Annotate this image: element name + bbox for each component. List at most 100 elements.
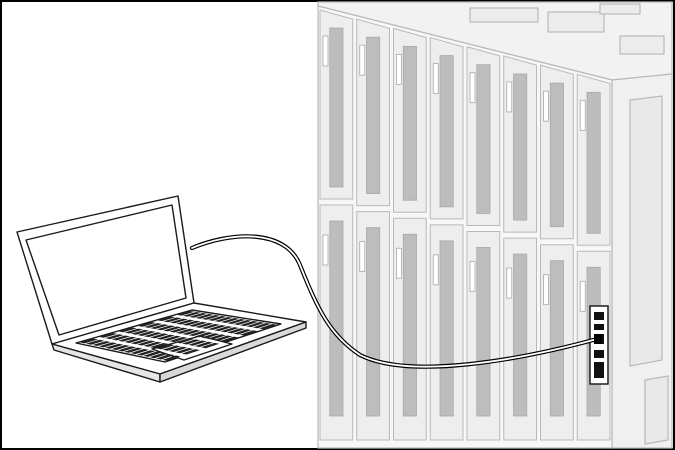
keyboard-key bbox=[163, 317, 182, 323]
keyboard-key bbox=[156, 325, 176, 331]
keyboard-key bbox=[175, 347, 194, 354]
blade-handle bbox=[432, 254, 439, 286]
keyboard-key bbox=[149, 352, 168, 359]
blade-grill bbox=[329, 27, 344, 188]
keyboard-key bbox=[176, 310, 195, 316]
keyboard-key bbox=[105, 334, 124, 340]
keyboard-key bbox=[130, 348, 149, 355]
enclosure-front bbox=[317, 5, 613, 449]
keyboard-key bbox=[105, 343, 124, 349]
blade-grill bbox=[476, 247, 491, 417]
keyboard-keys bbox=[79, 310, 278, 361]
keyboard-key bbox=[175, 328, 195, 334]
keyboard-key bbox=[226, 328, 246, 334]
keyboard-key bbox=[137, 331, 156, 336]
keyboard-key bbox=[239, 330, 259, 336]
blade-grill bbox=[549, 82, 564, 228]
keyboard-key bbox=[220, 327, 239, 333]
keyboard-key bbox=[143, 332, 163, 338]
blade-handle bbox=[579, 280, 586, 312]
keyboard-key bbox=[131, 329, 150, 335]
keyboard-key bbox=[208, 315, 227, 321]
blade-grill bbox=[513, 73, 528, 221]
keyboard-key bbox=[124, 337, 143, 343]
top-vent bbox=[619, 35, 665, 55]
keyboard-key bbox=[155, 354, 175, 360]
keyboard-key bbox=[188, 321, 208, 327]
keyboard-key bbox=[252, 323, 271, 329]
blade-grill bbox=[439, 240, 454, 417]
keyboard-key bbox=[169, 318, 189, 324]
keyboard-key bbox=[162, 335, 182, 341]
keyboard-key bbox=[200, 342, 220, 349]
keyboard-key bbox=[194, 341, 213, 348]
keyboard-key bbox=[118, 336, 137, 342]
keyboard-key bbox=[213, 335, 233, 341]
keyboard-key bbox=[214, 316, 233, 322]
keyboard-key bbox=[182, 320, 201, 326]
serial-cable bbox=[189, 234, 600, 369]
blade-handle bbox=[506, 81, 513, 113]
keyboard-key bbox=[162, 355, 181, 361]
keyboard-key bbox=[176, 319, 195, 325]
keyboard-key bbox=[233, 320, 252, 326]
keyboard-key bbox=[181, 349, 201, 355]
keyboard-key bbox=[143, 341, 162, 347]
keyboard-key bbox=[188, 330, 207, 337]
keyboard-key bbox=[117, 346, 137, 352]
keyboard-key bbox=[144, 323, 163, 328]
keyboard-key bbox=[207, 334, 226, 340]
keyboard-key bbox=[214, 326, 233, 332]
keyboard-key bbox=[227, 319, 246, 325]
blade-handle bbox=[396, 247, 402, 279]
keyboard-key bbox=[201, 314, 221, 320]
keyboard-key bbox=[118, 327, 137, 333]
cable-core bbox=[191, 235, 598, 368]
cable-connector bbox=[594, 334, 602, 344]
keyboard-key bbox=[175, 338, 194, 344]
blade-grill bbox=[513, 253, 528, 417]
keyboard-key bbox=[124, 347, 143, 353]
blade-grill bbox=[366, 227, 381, 417]
blade-handle bbox=[432, 63, 439, 94]
top-vent bbox=[547, 11, 605, 33]
top-vent bbox=[469, 7, 539, 23]
keyboard-key bbox=[169, 336, 188, 343]
blade-handle bbox=[469, 261, 476, 292]
keyboard-key bbox=[195, 322, 214, 328]
keyboard-key bbox=[195, 313, 214, 319]
keyboard-key bbox=[207, 325, 227, 331]
oa-port bbox=[594, 350, 604, 358]
keyboard-key bbox=[149, 342, 169, 349]
keyboard-key bbox=[162, 345, 181, 351]
blade-enclosure bbox=[317, 1, 673, 449]
keyboard-key bbox=[136, 350, 156, 356]
blade-grill bbox=[439, 55, 454, 208]
keyboard-key bbox=[156, 344, 175, 350]
keyboard-key bbox=[163, 326, 182, 332]
blade-grill bbox=[586, 91, 601, 234]
keyboard-key bbox=[92, 341, 111, 347]
keyboard-key bbox=[86, 339, 105, 345]
keyboard-key bbox=[137, 340, 156, 346]
keyboard-key bbox=[150, 333, 169, 339]
side-panel bbox=[629, 95, 663, 367]
blade-grill bbox=[549, 260, 564, 417]
keyboard-key bbox=[233, 329, 252, 335]
blade-grill bbox=[329, 220, 344, 417]
keyboard-key bbox=[239, 321, 259, 327]
keyboard-key bbox=[189, 312, 208, 318]
onboard-administrator-module bbox=[589, 305, 609, 385]
blade-handle bbox=[396, 53, 402, 85]
keyboard-key bbox=[169, 327, 188, 333]
blade-grill bbox=[366, 36, 381, 195]
blade-handle bbox=[322, 35, 329, 67]
side-panel bbox=[644, 375, 669, 445]
laptop-screen bbox=[25, 204, 187, 336]
blade-handle bbox=[506, 267, 513, 299]
keyboard-key bbox=[98, 342, 118, 348]
blade-grill bbox=[402, 233, 417, 417]
keyboard-key bbox=[156, 334, 175, 340]
keyboard-key bbox=[111, 335, 131, 341]
